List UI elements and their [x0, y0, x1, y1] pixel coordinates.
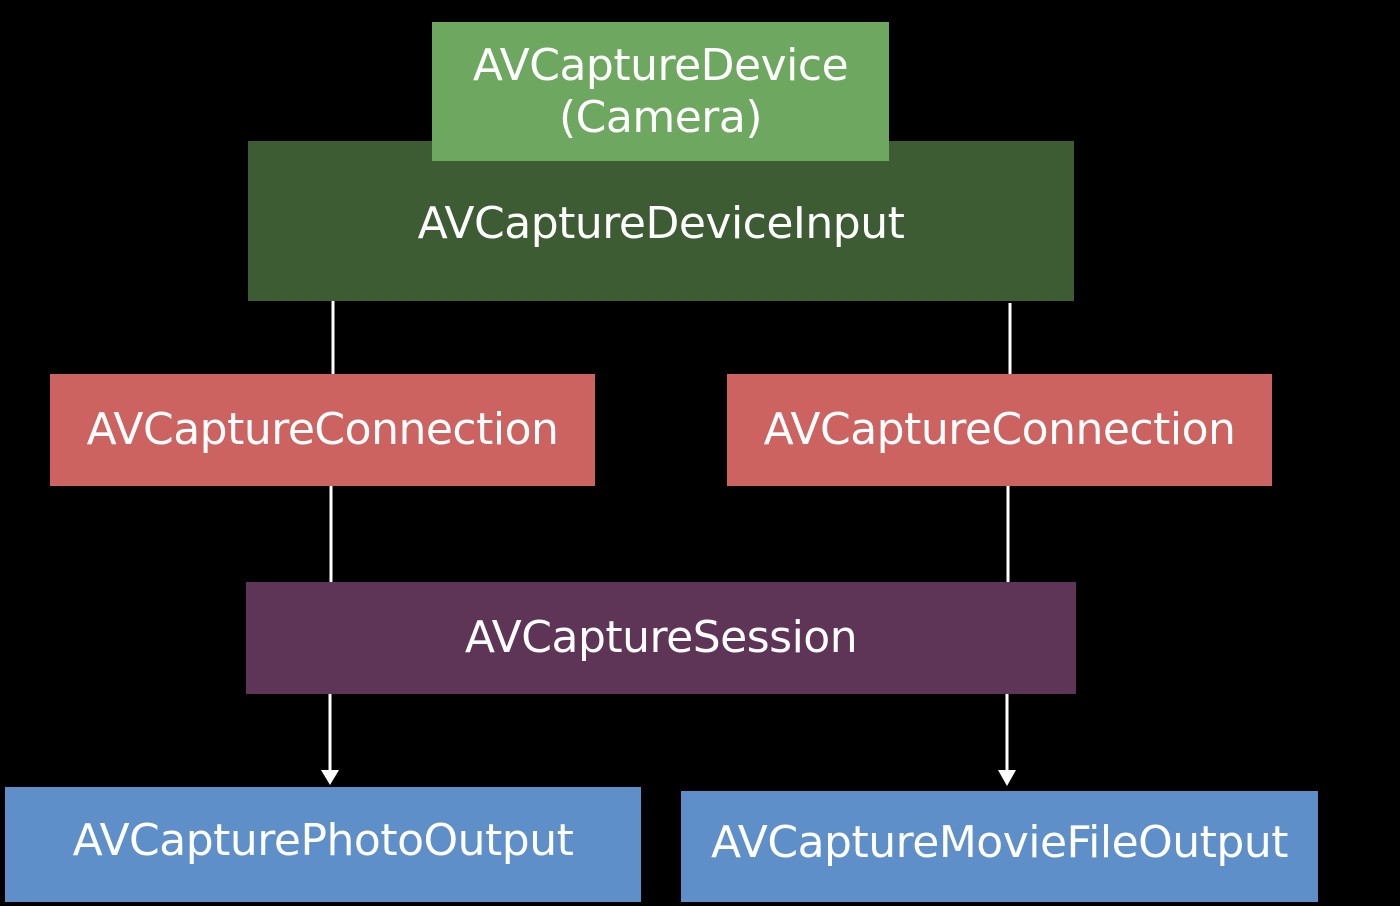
node-capture-device-input: AVCaptureDeviceInput: [248, 141, 1074, 301]
node-capture-connection-left: AVCaptureConnection: [50, 374, 595, 486]
arrowhead-movie-file-output: [998, 770, 1016, 786]
node-capture-session: AVCaptureSession: [246, 582, 1076, 694]
node-capture-movie-file-output: AVCaptureMovieFileOutput: [681, 791, 1318, 902]
node-capture-device-label: AVCaptureDevice (Camera): [472, 39, 849, 144]
node-capture-device-label-line-2: (Camera): [558, 91, 763, 143]
node-capture-connection-left-label: AVCaptureConnection: [86, 404, 559, 456]
node-capture-device-input-label: AVCaptureDeviceInput: [417, 198, 905, 250]
node-capture-movie-file-output-label-wrap: AVCaptureMovieFileOutput: [710, 816, 1289, 869]
node-capture-device-input-label-wrap: AVCaptureDeviceInput: [418, 198, 905, 250]
node-capture-device-label-line-1: AVCaptureDevice: [472, 39, 849, 91]
node-capture-movie-file-output-label: AVCaptureMovieFileOutput: [710, 816, 1289, 868]
node-capture-photo-output-label-wrap: AVCapturePhotoOutput: [73, 815, 574, 867]
arrowhead-photo-output: [321, 770, 339, 785]
node-capture-connection-right-label: AVCaptureConnection: [763, 404, 1236, 456]
node-capture-session-label: AVCaptureSession: [464, 612, 858, 664]
node-capture-photo-output: AVCapturePhotoOutput: [5, 787, 641, 902]
node-capture-connection-right: AVCaptureConnection: [727, 374, 1272, 486]
node-capture-photo-output-label: AVCapturePhotoOutput: [72, 814, 574, 866]
node-capture-device: AVCaptureDevice (Camera): [432, 22, 889, 161]
